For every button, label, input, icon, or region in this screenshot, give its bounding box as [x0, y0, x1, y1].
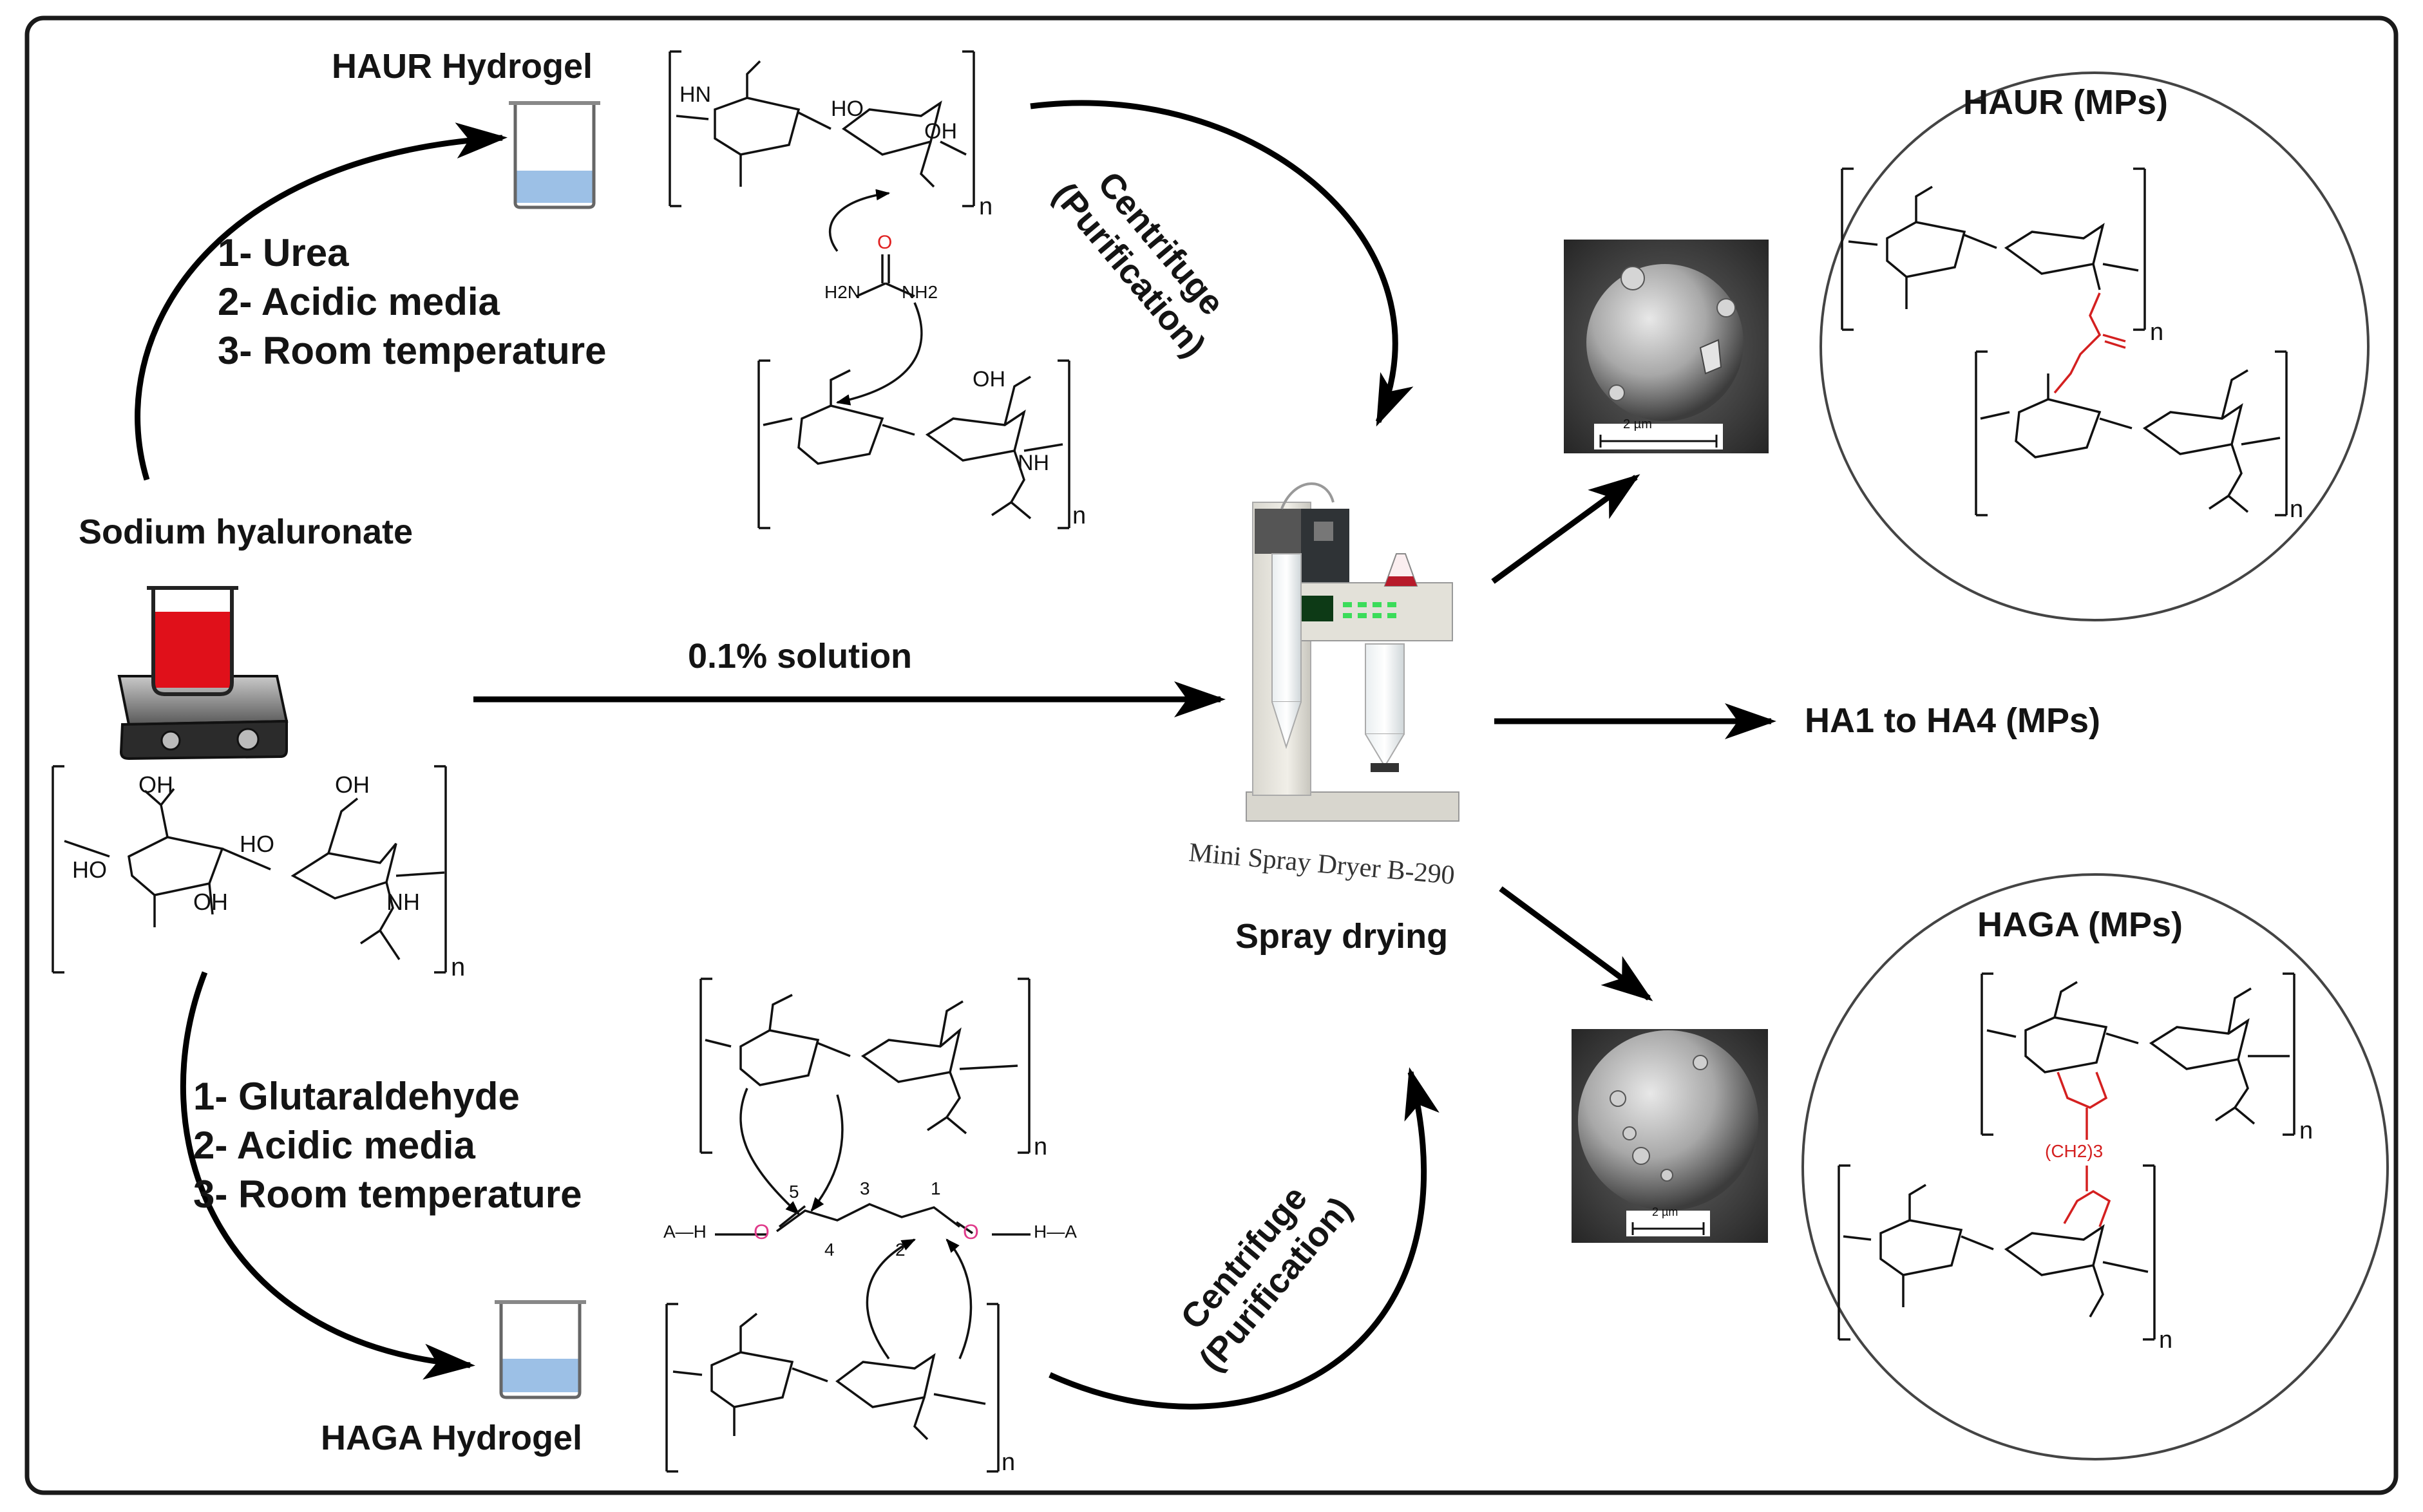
- carbon-number-2: 2: [895, 1240, 906, 1260]
- glut-step-1: 1- Glutaraldehyde: [193, 1075, 520, 1118]
- atom-n-haur-mps-1: n: [2150, 319, 2164, 346]
- haga-glutaraldehyde-crosslink: [2057, 1072, 2111, 1227]
- haur-hydrogel-upper-chain: [669, 50, 975, 207]
- atom-nh-lower: NH: [1018, 451, 1050, 475]
- haga-mps-title: HAGA (MPs): [1977, 905, 2183, 944]
- urea-step-1: 1- Urea: [218, 231, 349, 274]
- glutaraldehyde-reagent: [715, 1203, 1031, 1360]
- atom-hn-haur: HN: [679, 82, 712, 107]
- atom-ho-2: HO: [72, 856, 107, 883]
- atom-n-haga-mps-2: n: [2159, 1327, 2173, 1354]
- sodium-hyaluronate-structure: [52, 765, 447, 974]
- haur-mps-title: HAUR (MPs): [1963, 83, 2168, 122]
- atom-n-lower: n: [1072, 502, 1087, 529]
- atom-nh-1: NH: [386, 889, 420, 915]
- spray-dryer-illustration: [1246, 482, 1459, 822]
- haga-mps-circle: [1801, 873, 2389, 1460]
- urea-reagent: [828, 189, 923, 406]
- carbon-number-4: 4: [824, 1240, 835, 1260]
- haga-sem-scale: 2 µm: [1652, 1205, 1678, 1218]
- hotplate-beaker: [117, 586, 289, 761]
- atom-n-haur: n: [979, 193, 993, 220]
- sem-haga: [1572, 1029, 1768, 1243]
- arrow-centrifuge-bottom: [1049, 1067, 1440, 1410]
- spray-drying-label: Spray drying: [1235, 917, 1449, 956]
- atom-a-h: A—H: [663, 1222, 707, 1242]
- urea-step-3: 3- Room temperature: [218, 329, 607, 372]
- carbon-number-1: 1: [931, 1178, 941, 1198]
- haur-hydrogel-beaker: [509, 101, 600, 209]
- atom-h-a: H—A: [1034, 1222, 1077, 1242]
- glut-step-2: 2- Acidic media: [193, 1124, 475, 1167]
- arrow-centrifuge-top: [1030, 100, 1414, 427]
- carbon-number-5: 5: [789, 1182, 799, 1202]
- atom-n-haga-bottom: n: [1002, 1449, 1016, 1476]
- haur-hydrogel-lower-chain: [757, 359, 1070, 529]
- urea-step-2: 2- Acidic media: [218, 280, 500, 323]
- haga-hydrogel-upper-chain: [699, 978, 1031, 1215]
- haur-hydrogel-label: HAUR Hydrogel: [332, 47, 593, 86]
- arrow-to-haur-hydrogel: [135, 122, 508, 481]
- atom-ch2-3: (CH2)3: [2045, 1141, 2104, 1161]
- atom-oh-haur: OH: [924, 119, 957, 144]
- solution-label: 0.1% solution: [688, 637, 913, 676]
- atom-o-right: O: [963, 1220, 979, 1243]
- atom-n-haga-mps-1: n: [2299, 1117, 2314, 1144]
- haga-mps-structure: [1838, 972, 2295, 1341]
- atom-o-urea: O: [877, 232, 893, 253]
- atom-oh-3: OH: [193, 889, 228, 915]
- haga-hydrogel-beaker: [495, 1300, 586, 1399]
- atom-ho-1: HO: [240, 831, 274, 857]
- outer-frame: [24, 15, 2399, 1495]
- haur-urea-crosslink: [2053, 292, 2126, 394]
- haur-mps-structure: [1841, 167, 2288, 516]
- arrow-to-haur-mps: [1491, 474, 1640, 584]
- atom-o-left: O: [754, 1220, 770, 1243]
- atom-nh2: NH2: [902, 282, 938, 302]
- sem-haur: [1564, 240, 1769, 453]
- atom-h2n: H2N: [824, 282, 861, 302]
- sodium-hyaluronate-label: Sodium hyaluronate: [79, 513, 413, 551]
- atom-n-haga-top: n: [1034, 1133, 1048, 1160]
- glut-steps: 1- Glutaraldehyde 2- Acidic media 3- Roo…: [193, 1072, 582, 1219]
- process-arrows: [135, 100, 1776, 1410]
- haga-hydrogel-label: HAGA Hydrogel: [321, 1419, 583, 1457]
- arrow-to-haga-hydrogel: [180, 971, 475, 1380]
- atom-oh-lower: OH: [973, 367, 1005, 392]
- atom-ho-haur: HO: [831, 97, 864, 121]
- haur-mps-circle: [1820, 71, 2370, 621]
- atom-n-haur-mps-2: n: [2290, 496, 2304, 523]
- glut-step-3: 3- Room temperature: [193, 1173, 582, 1216]
- haur-sem-scale: 2 µm: [1623, 417, 1652, 431]
- atom-n-1: n: [451, 953, 466, 981]
- haga-hydrogel-lower-chain: [665, 1303, 1000, 1473]
- carbon-number-3: 3: [860, 1178, 870, 1198]
- atom-oh-2: OH: [335, 771, 370, 798]
- ha1-to-ha4-label: HA1 to HA4 (MPs): [1805, 701, 2101, 740]
- atom-oh-1: OH: [138, 771, 173, 798]
- arrow-to-haga-mps: [1499, 886, 1653, 1001]
- urea-steps: 1- Urea 2- Acidic media 3- Room temperat…: [218, 229, 606, 375]
